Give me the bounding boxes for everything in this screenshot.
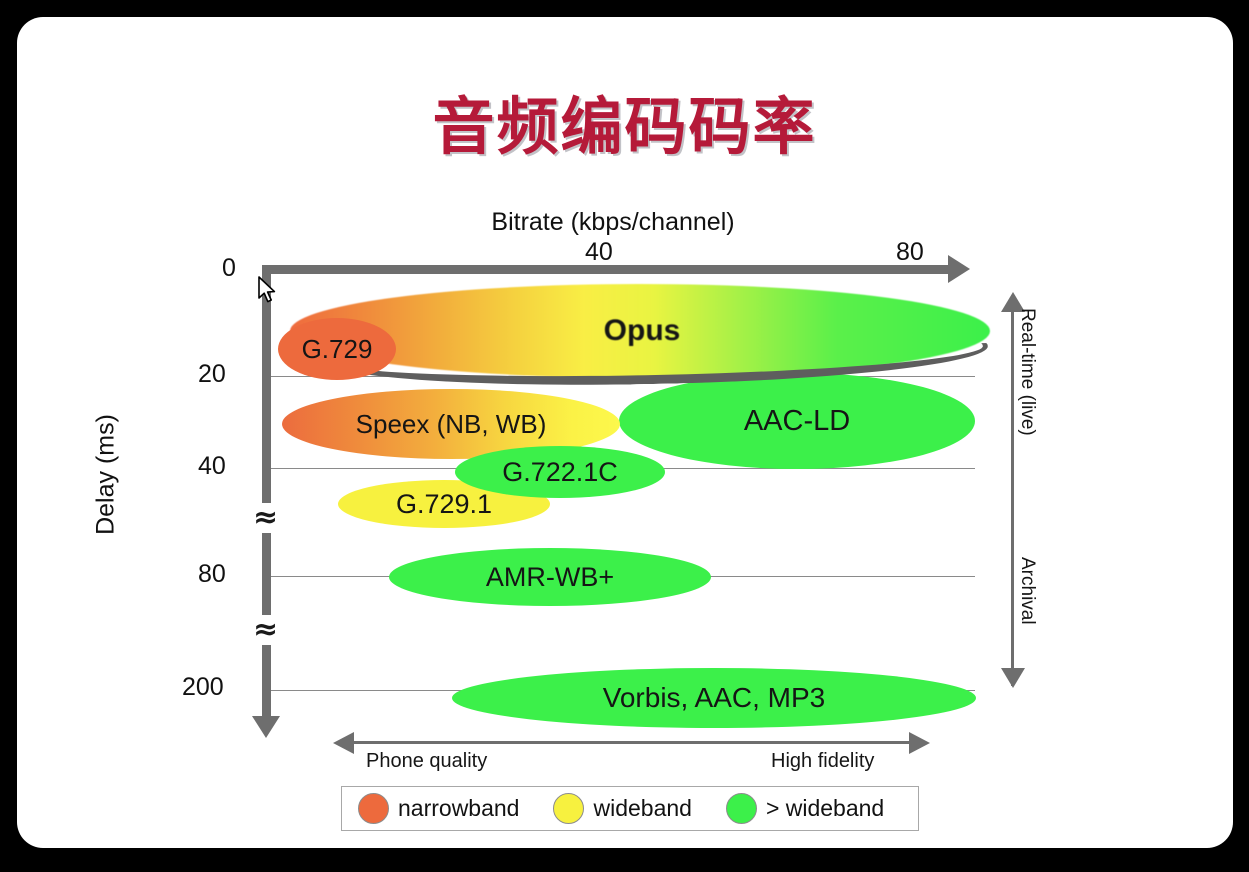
legend-swatch-narrowband [358, 793, 389, 824]
bubble-g7221c-label: G.722.1C [502, 456, 618, 487]
page-title: 音频编码码率 [432, 90, 817, 163]
legend: narrowband wideband > wideband [341, 786, 919, 831]
label-phone-quality: Phone quality [366, 750, 488, 772]
y-axis-break-icon-1: ≈ [252, 500, 280, 535]
latency-range-arrow-up-icon [1001, 292, 1025, 312]
y-tick-40: 40 [198, 452, 226, 480]
x-axis-title: Bitrate (kbps/channel) [491, 208, 735, 236]
bubble-g7291-label: G.729.1 [395, 488, 493, 519]
bubble-g7221c: G.722.1C [455, 446, 665, 498]
quality-arrow-right-icon [909, 732, 930, 754]
bubble-speex-label: Speex (NB, WB) [355, 408, 547, 439]
bubble-g729: G.729 [278, 318, 396, 380]
latency-range-arrow-down-icon [1001, 668, 1025, 688]
latency-range-arrow-line [1011, 306, 1014, 686]
label-real-time: Real-time (live) [1017, 308, 1038, 436]
y-axis-arrow-icon [252, 716, 280, 738]
bubble-g729-label: G.729 [301, 333, 373, 364]
x-tick-40: 40 [585, 238, 613, 266]
bubble-vorbis-aac-mp3-label: Vorbis, AAC, MP3 [602, 682, 826, 713]
y-axis-break-icon-2: ≈ [252, 612, 280, 647]
bubble-aac-ld: AAC-LD [619, 373, 975, 469]
quality-range-arrow-line [352, 741, 912, 744]
bubble-aac-ld-label: AAC-LD [743, 404, 851, 437]
legend-swatch-super-wideband [725, 793, 757, 824]
legend-item-super-wideband: > wideband [725, 793, 885, 824]
label-high-fidelity: High fidelity [771, 750, 875, 772]
legend-label-wideband: wideband [593, 795, 692, 821]
x-tick-0: 0 [222, 254, 236, 282]
y-tick-20: 20 [198, 360, 226, 388]
legend-label-narrowband: narrowband [398, 795, 520, 821]
x-axis-line [262, 265, 952, 274]
y-axis-line [262, 265, 271, 720]
bubble-opus-label: Opus [603, 314, 681, 347]
bubble-amr-wb-plus: AMR-WB+ [389, 548, 711, 606]
bubble-vorbis-aac-mp3: Vorbis, AAC, MP3 [452, 668, 976, 728]
bubble-opus: Opus [290, 284, 990, 378]
legend-item-narrowband: narrowband [358, 793, 519, 824]
y-tick-200: 200 [182, 673, 224, 701]
label-archival: Archival [1017, 557, 1038, 625]
bubble-amr-wb-plus-label: AMR-WB+ [485, 561, 615, 592]
legend-label-super-wideband: > wideband [765, 795, 885, 821]
x-tick-80: 80 [896, 238, 924, 266]
bubble-speex: Speex (NB, WB) [282, 389, 620, 459]
legend-swatch-wideband [553, 793, 585, 824]
quality-arrow-left-icon [333, 732, 354, 754]
y-tick-80: 80 [198, 560, 226, 588]
x-axis-arrow-icon [948, 255, 970, 283]
legend-item-wideband: wideband [553, 793, 692, 824]
y-axis-title: Delay (ms) [91, 414, 120, 535]
